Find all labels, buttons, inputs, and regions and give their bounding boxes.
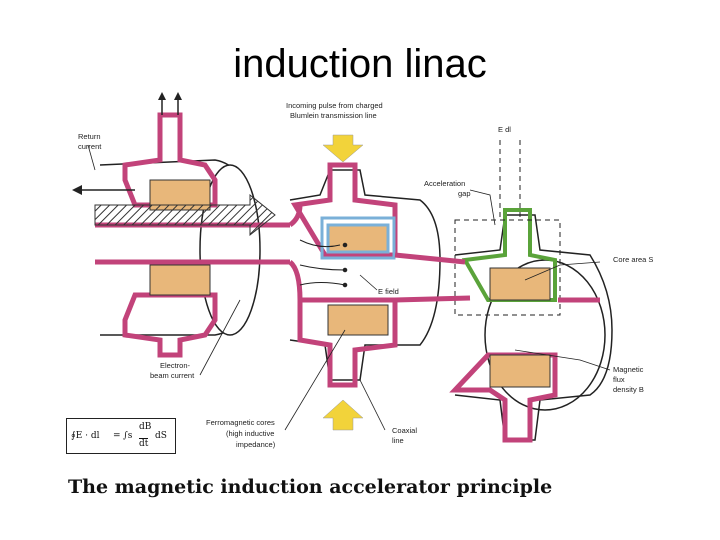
- formula-integral: ∫s: [123, 431, 133, 441]
- blue-flux-loop: [320, 216, 396, 260]
- leader-lines: [87, 144, 611, 431]
- slide-title: induction linac: [233, 42, 487, 86]
- right-cavity: [449, 140, 613, 443]
- label-e-dl: E dl: [498, 125, 511, 134]
- ferromagnetic-core-mid-top: [326, 223, 390, 254]
- faraday-formula-box: ∮E · dl = ∫s dB dt dS: [66, 418, 176, 454]
- label-coaxial-1: Coaxial: [392, 426, 417, 435]
- label-incoming-pulse-2: Blumlein transmission line: [290, 111, 377, 120]
- ferromagnetic-core-left-bottom: [149, 264, 211, 296]
- label-acceleration-gap-1: Acceleration: [424, 179, 465, 188]
- electron-beam-arrow: [72, 185, 276, 237]
- ferromagnetic-core-right-bottom: [489, 354, 551, 388]
- formula-equals: =: [113, 431, 121, 441]
- formula-numerator: dB: [139, 422, 152, 432]
- label-coaxial-2: line: [392, 436, 404, 445]
- label-ferromagnetic-2: (high inductive: [226, 429, 274, 438]
- label-magnetic-2: flux: [613, 375, 625, 384]
- label-incoming-pulse-1: Incoming pulse from charged: [286, 101, 383, 110]
- figure-caption: The magnetic induction accelerator princ…: [68, 476, 553, 498]
- incoming-pulse-arrow-top: [322, 134, 364, 163]
- label-acceleration-gap-2: gap: [458, 189, 471, 198]
- label-magnetic-1: Magnetic: [613, 365, 644, 374]
- dashed-integration-box: [454, 219, 561, 316]
- middle-cavity: [289, 162, 441, 388]
- formula-lhs: ∮E · dl: [71, 431, 100, 441]
- label-electron-beam-1: Electron-: [160, 361, 191, 370]
- label-ferromagnetic-1: Ferromagnetic cores: [206, 418, 275, 427]
- formula-denominator: dt: [139, 438, 149, 449]
- incoming-pulse-arrow-bottom: [322, 399, 364, 431]
- label-magnetic-3: density B: [613, 385, 644, 394]
- label-electron-beam-2: beam current: [150, 371, 195, 380]
- label-return-current-1: Return: [78, 132, 101, 141]
- label-return-current-2: current: [78, 142, 102, 151]
- ferromagnetic-core-mid-bottom: [327, 304, 389, 336]
- e-field-arrows: [299, 239, 348, 288]
- label-core-area: Core area S: [613, 255, 653, 264]
- label-e-field: E field: [378, 287, 399, 296]
- formula-rhs: dS: [155, 431, 167, 441]
- label-ferromagnetic-3: impedance): [236, 440, 276, 449]
